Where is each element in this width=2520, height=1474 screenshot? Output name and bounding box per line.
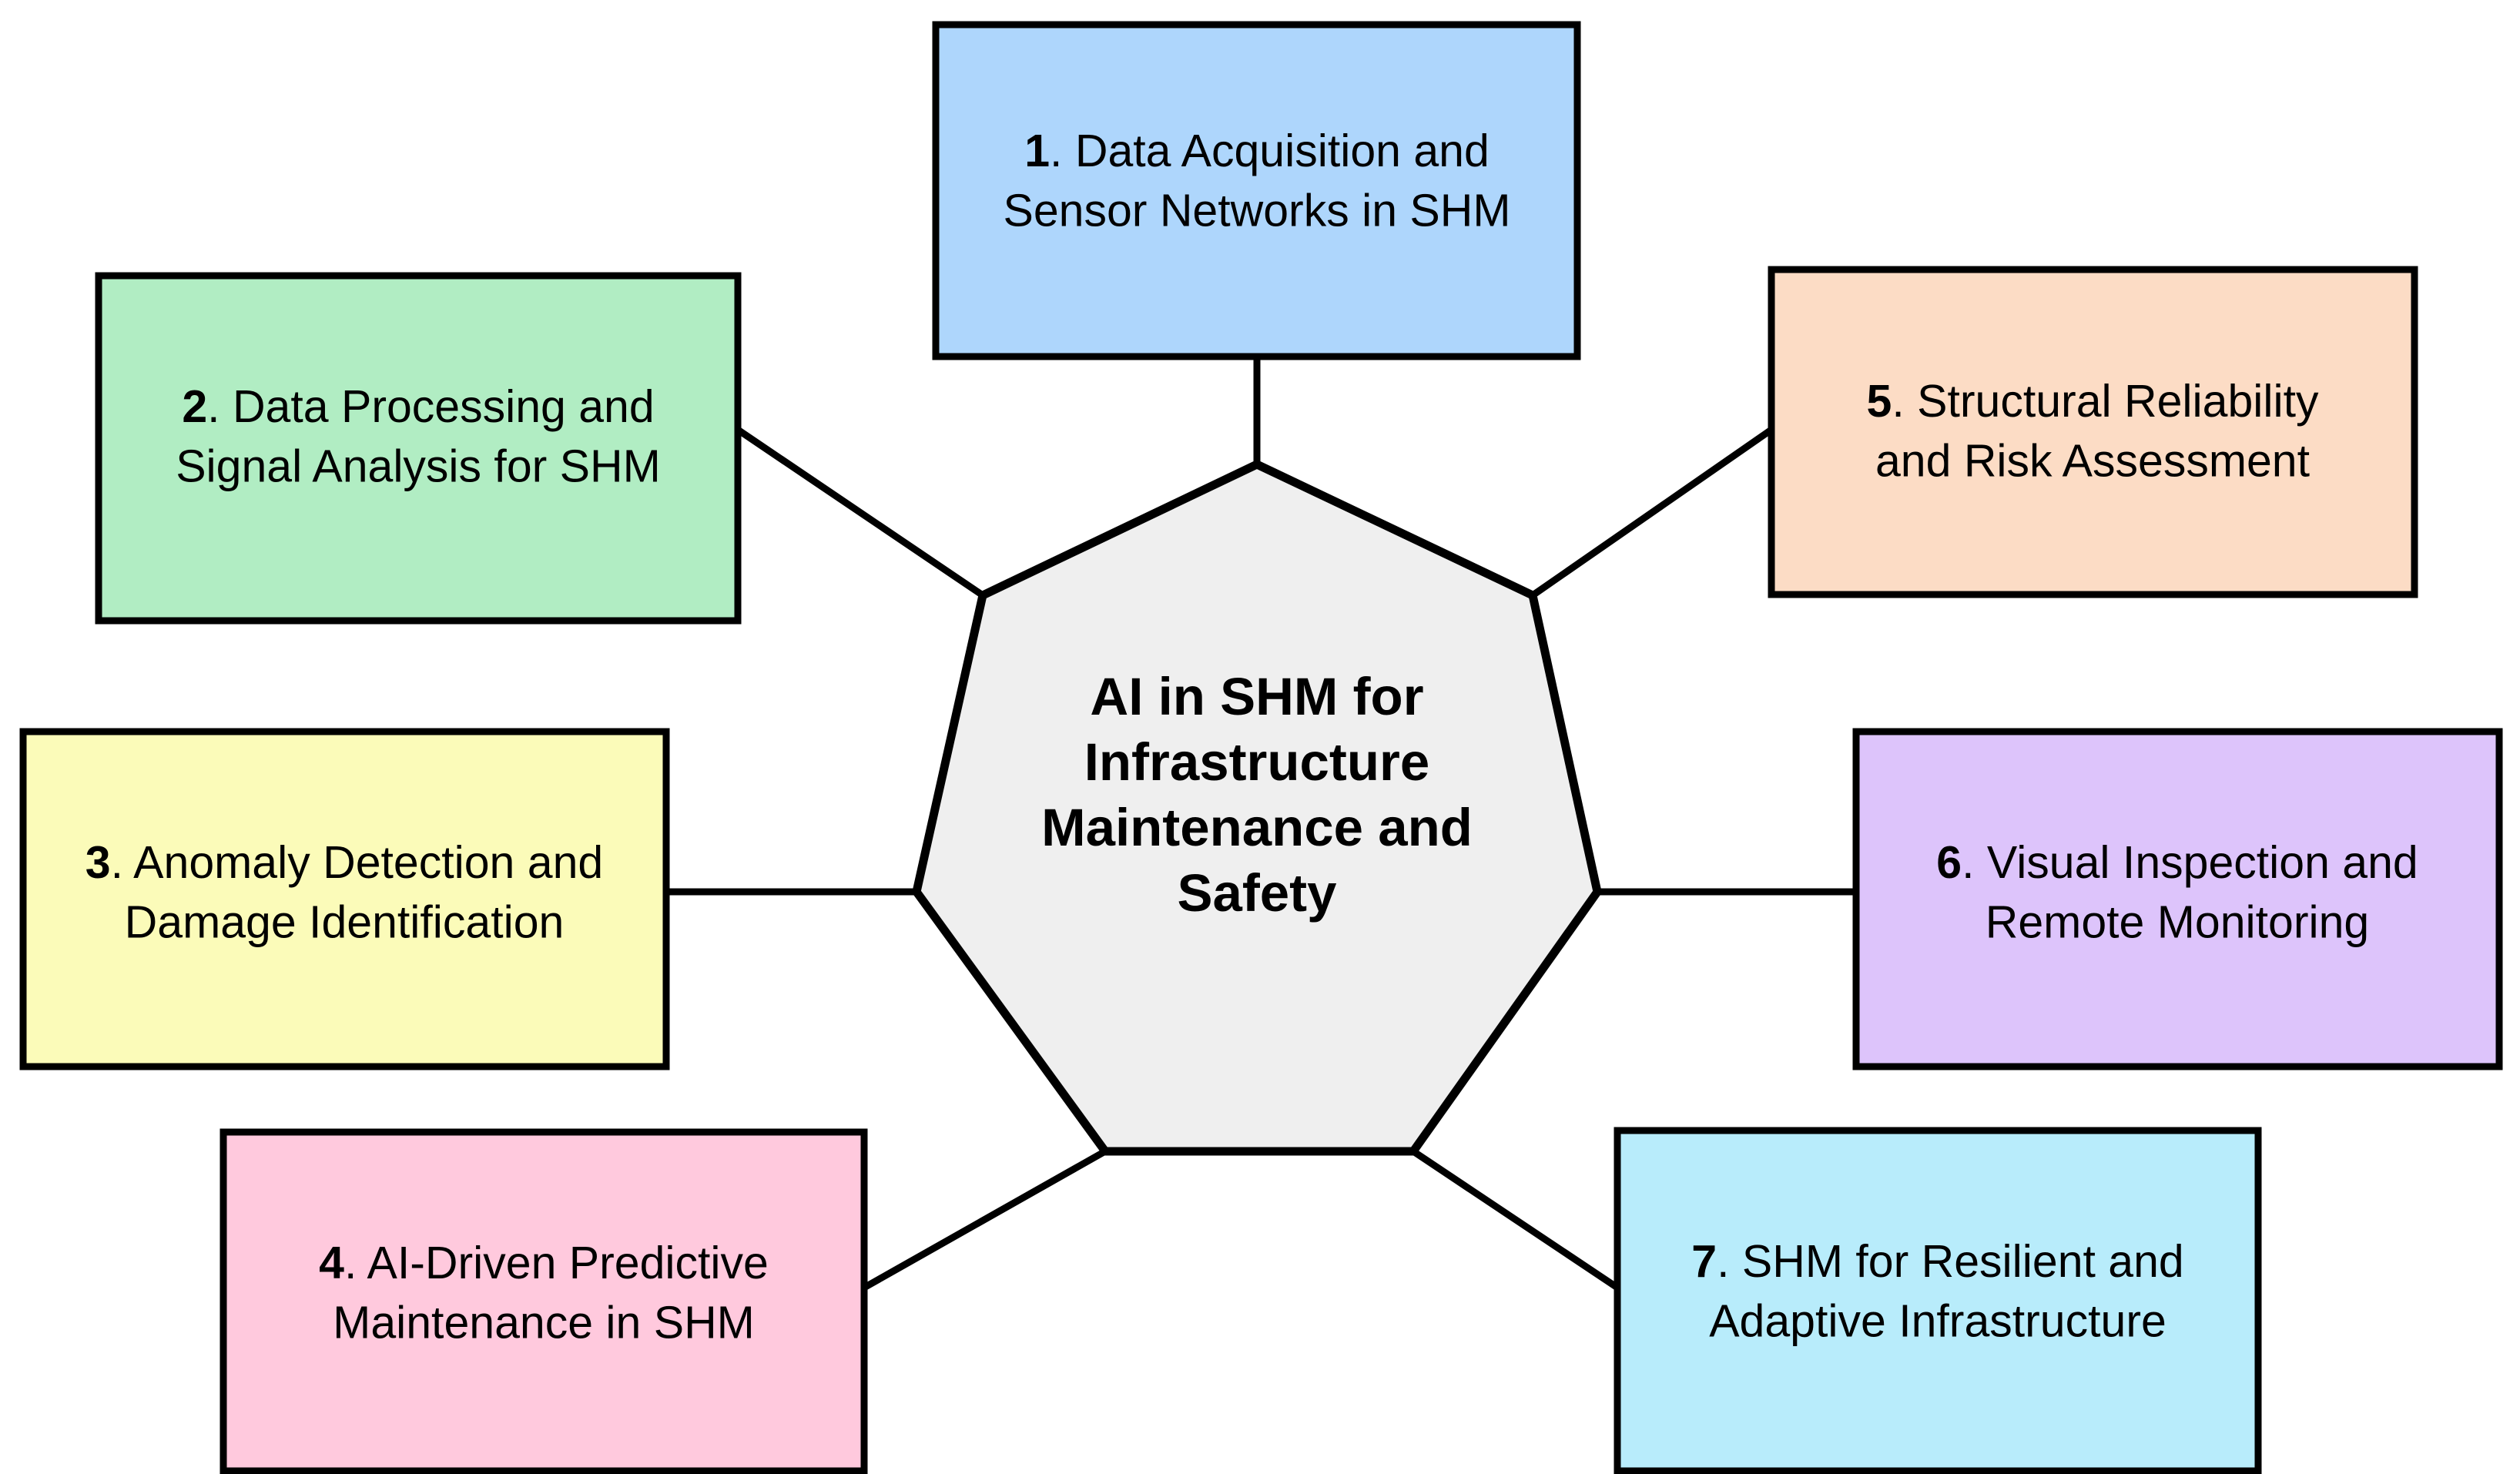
node-7-line-2: Adaptive Infrastructure [1709, 1296, 2166, 1347]
node-1-text-1: Data Acquisition and [1075, 126, 1490, 176]
node-4-text-1: AI-Driven Predictive [367, 1238, 769, 1288]
node-4-line-1: 4. AI-Driven Predictive [319, 1238, 769, 1288]
node-7-box [1614, 1127, 2262, 1474]
node-5-index: 5 [1867, 376, 1892, 427]
node-6-text-1: Visual Inspection and [1987, 837, 2418, 888]
edge-center-to-node-2 [736, 427, 985, 598]
node-1-index: 1 [1024, 126, 1050, 176]
node-2-index-suffix: . [207, 381, 219, 432]
center-title-line-1: AI in SHM for [1090, 667, 1423, 726]
edge-center-to-node-7 [1411, 1148, 1620, 1291]
node-5[interactable]: 5. Structural Reliability and Risk Asses… [1768, 266, 2418, 598]
center-title-line-2: Infrastructure [1084, 732, 1430, 792]
node-2-box [95, 272, 742, 625]
center-heptagon-shape [912, 459, 1602, 1156]
node-6-line-1: 6. Visual Inspection and [1936, 837, 2418, 888]
node-3-box [19, 728, 670, 1070]
node-4-index: 4 [319, 1238, 344, 1288]
edges-group [666, 357, 1856, 1291]
node-1-index-suffix: . [1050, 126, 1062, 176]
node-7-line-1: 7. SHM for Resilient and [1691, 1236, 2183, 1287]
node-7[interactable]: 7. SHM for Resilient and Adaptive Infras… [1614, 1127, 2262, 1474]
node-6-index-suffix: . [1962, 837, 1974, 888]
center-title-line-3: Maintenance and [1041, 798, 1473, 857]
node-3-line-2: Damage Identification [125, 897, 565, 948]
node-5-line-2: and Risk Assessment [1875, 436, 2310, 487]
node-3[interactable]: 3. Anomaly Detection and Damage Identifi… [19, 728, 670, 1070]
center-title-line-4: Safety [1177, 863, 1336, 923]
node-4-index-suffix: . [344, 1238, 357, 1288]
node-6-box [1852, 728, 2503, 1070]
node-5-text-1: Structural Reliability [1917, 376, 2319, 427]
node-3-index-suffix: . [111, 837, 123, 888]
node-4-box [219, 1128, 868, 1474]
node-5-index-suffix: . [1892, 376, 1904, 427]
node-5-line-1: 5. Structural Reliability [1867, 376, 2319, 427]
node-3-index: 3 [85, 837, 111, 888]
node-1-line-1: 1. Data Acquisition and [1024, 126, 1490, 176]
node-7-index-suffix: . [1717, 1236, 1729, 1287]
node-5-box [1768, 266, 2418, 598]
node-1-line-2: Sensor Networks in SHM [1003, 186, 1510, 236]
node-1[interactable]: 1. Data Acquisition and Sensor Networks … [932, 21, 1581, 360]
node-7-index: 7 [1691, 1236, 1717, 1287]
node-2-index: 2 [182, 381, 207, 432]
node-3-line-1: 3. Anomaly Detection and [85, 837, 603, 888]
node-6-line-2: Remote Monitoring [1986, 897, 2369, 948]
center-node[interactable]: AI in SHM for Infrastructure Maintenance… [912, 459, 1602, 1156]
node-3-text-1: Anomaly Detection and [133, 837, 603, 888]
node-1-box [932, 21, 1581, 360]
node-7-text-1: SHM for Resilient and [1742, 1236, 2184, 1287]
node-2-line-2: Signal Analysis for SHM [176, 441, 661, 492]
edge-center-to-node-5 [1530, 427, 1774, 598]
node-6[interactable]: 6. Visual Inspection and Remote Monitori… [1852, 728, 2503, 1070]
node-4[interactable]: 4. AI-Driven Predictive Maintenance in S… [219, 1128, 868, 1474]
node-2-text-1: Data Processing and [233, 381, 655, 432]
node-2[interactable]: 2. Data Processing and Signal Analysis f… [95, 272, 742, 625]
node-6-index: 6 [1936, 837, 1962, 888]
node-4-line-2: Maintenance in SHM [333, 1298, 755, 1348]
edge-center-to-node-4 [862, 1148, 1108, 1291]
node-2-line-1: 2. Data Processing and [182, 381, 654, 432]
